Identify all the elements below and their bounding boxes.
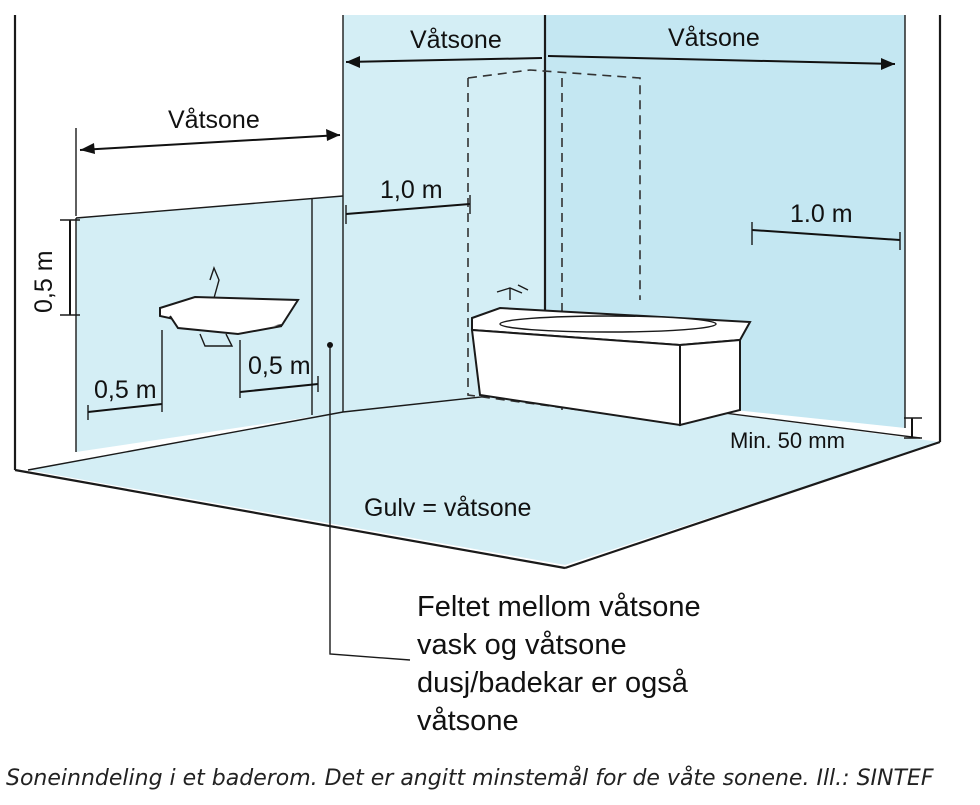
label-min-50mm: Min. 50 mm	[730, 428, 845, 453]
figure-caption: Soneinndeling i et baderom. Det er angit…	[6, 766, 934, 791]
label-05m-vertical: 0,5 m	[30, 250, 58, 313]
floor-wet-zone	[28, 390, 940, 565]
note-line: dusj/badekar er også	[417, 667, 688, 699]
note-line: vask og våtsone	[417, 629, 627, 661]
bathtub	[470, 284, 752, 427]
sink	[159, 266, 300, 347]
label-05m-left: 0,5 m	[94, 376, 157, 404]
room-outline	[13, 15, 942, 570]
note-line: Feltet mellom våtsone	[417, 591, 701, 623]
label-1m-mid: 1,0 m	[380, 176, 443, 204]
note-line: våtsone	[417, 705, 519, 737]
label-vatsone-left: Våtsone	[168, 106, 260, 134]
label-floor: Gulv = våtsone	[364, 494, 531, 522]
dimension-lines	[60, 55, 922, 661]
zone-note: Feltet mellom våtsone vask og våtsone du…	[417, 588, 701, 740]
label-1m-right: 1.0 m	[790, 200, 853, 228]
label-vatsone-right: Våtsone	[668, 24, 760, 52]
label-vatsone-mid: Våtsone	[410, 26, 502, 54]
label-05m-right: 0,5 m	[248, 352, 311, 380]
